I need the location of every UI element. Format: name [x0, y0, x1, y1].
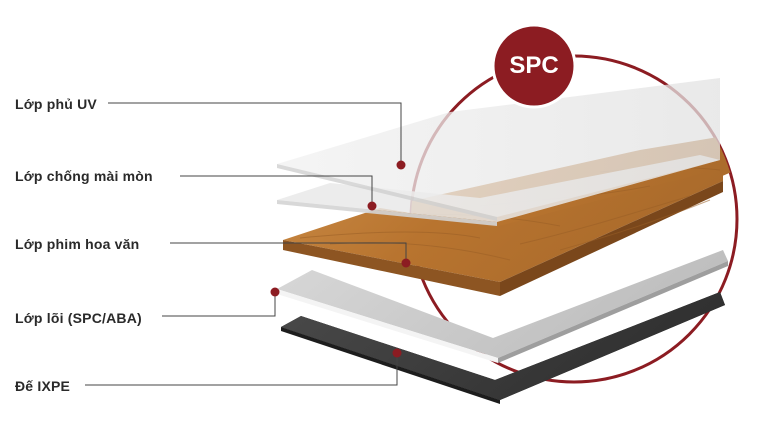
uv-layer	[277, 78, 720, 217]
spc-badge	[491, 23, 577, 109]
core-layer	[277, 250, 728, 358]
dot-uv	[396, 160, 406, 170]
leader-lines	[85, 102, 407, 386]
label-ixpe-base: Đế IXPE	[15, 378, 71, 394]
dot-core	[270, 287, 280, 297]
dot-film	[401, 258, 411, 268]
label-wear-layer: Lớp chống mài mòn	[15, 168, 153, 184]
leader-uv	[108, 102, 402, 163]
leader-film	[170, 242, 407, 262]
label-core-layer: Lớp lõi (SPC/ABA)	[15, 310, 142, 326]
wear-layer	[277, 155, 720, 222]
leader-ixpe	[85, 353, 398, 386]
leader-core	[162, 292, 276, 317]
label-pattern-film: Lớp phim hoa văn	[15, 236, 140, 252]
spc-badge-label: SPC	[509, 52, 559, 79]
dot-ixpe	[392, 348, 402, 358]
leader-wear	[180, 175, 373, 205]
label-uv-coat: Lớp phủ UV	[15, 96, 97, 112]
dot-wear	[367, 201, 377, 211]
